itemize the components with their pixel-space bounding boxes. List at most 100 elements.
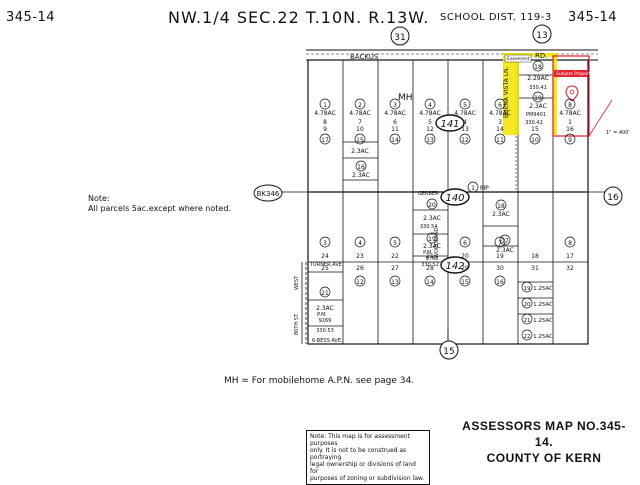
top-parcel-circle — [354, 98, 366, 110]
second-parcel-circle-label: 14 — [391, 137, 399, 144]
second-parcel-circle — [564, 133, 576, 145]
road-circle-31 — [390, 26, 410, 46]
small-parcel-circle-label: 21 — [524, 318, 531, 324]
note-heading: Note: — [88, 194, 110, 203]
parcel-19-pm: PM9401 — [526, 112, 546, 118]
small-parcel-circle-label: 22 — [524, 334, 531, 340]
map-code-left: 345-14 — [6, 10, 56, 25]
mh-legend: MH = For mobilehome A.P.N. see page 34. — [224, 376, 415, 386]
small-parcel-acres: 1.25AC — [533, 318, 553, 324]
subject-property-label: Subject Property — [556, 71, 594, 77]
top-parcel-circle-label: 1 — [323, 102, 327, 109]
lower-parcel-circle-label: 8 — [568, 240, 572, 247]
top-row-parcels: 14.78AC824.78AC734.78AC644.78AC554.78AC4… — [314, 98, 581, 126]
parcel-21-circle: 21 — [321, 290, 329, 297]
bottom-parcel-circle — [354, 275, 366, 287]
easement-label: Easement — [507, 56, 530, 62]
map-title: NW.1/4 SEC.22 T.10N. R.13W. — [168, 8, 430, 27]
top-parcel-circle — [459, 98, 471, 110]
small-parcel-acres: 1.25AC — [533, 286, 553, 292]
disclaimer-box: Note: This map is for assessment purpose… — [306, 430, 430, 485]
lower-parcel-number: 32 — [566, 265, 574, 272]
top-parcel-number: 5 — [428, 119, 432, 126]
second-parcel-circle-label: 13 — [426, 137, 434, 144]
parcel-19b-acres: 2.3AC — [423, 243, 441, 250]
parcel-20-acres: 2.3AC — [423, 215, 441, 222]
second-parcel-circle — [459, 133, 471, 145]
bottom-parcel-circle-label: 12 — [356, 279, 364, 286]
disclaimer-line-4: purposes of zoning or subdivision law. — [310, 475, 425, 482]
small-parcel-acres: 1.25AC — [533, 302, 553, 308]
road-80th: 80TH ST. — [294, 313, 300, 335]
lower-parcel-number: 20 — [461, 253, 469, 260]
lower-parcel-circle — [319, 236, 331, 248]
lower-parcel-number: 21 — [426, 253, 434, 260]
lower-parcel-number: 23 — [356, 253, 364, 260]
top-parcel-circle-label: 4 — [428, 102, 432, 109]
parcel-18-circle: 18 — [534, 64, 542, 71]
second-parcel-circle-label: 17 — [321, 137, 329, 144]
county-name: COUNTY OF KERN — [486, 451, 602, 465]
circle-31-label: 31 — [394, 33, 405, 43]
lower-parcel-number: 29 — [461, 265, 469, 272]
circle-15-label: 15 — [443, 347, 454, 357]
small-parcel-circle-label: 19 — [524, 286, 531, 292]
bottom-parcel-circle-label: 14 — [426, 279, 434, 286]
parcel-19b-meas: 330.52 — [421, 262, 439, 268]
subject-property-box — [552, 55, 590, 137]
second-parcel-circle — [424, 133, 436, 145]
parcel-19b-num: 9768 — [426, 256, 439, 262]
map-code-right: 345-14 — [568, 10, 618, 25]
second-parcel-acres: 2.3AC — [351, 148, 369, 155]
bottom-parcel-circle-label: 15 — [461, 279, 469, 286]
road-turner: TURNER AVE. — [309, 262, 344, 268]
disclaimer-line-3: legal ownership or divisions of land for — [310, 461, 416, 475]
bottom-parcel-circle — [389, 275, 401, 287]
road-west: WEST — [294, 275, 300, 290]
map-note: Note: All parcels 5ac.except where noted… — [88, 194, 231, 214]
road-backus: BACKUS — [350, 53, 379, 61]
top-parcel-number: 4 — [463, 119, 467, 126]
second-parcel-number: 9 — [323, 126, 327, 133]
second-parcel-circle — [389, 133, 401, 145]
block-oval-141 — [435, 114, 465, 132]
lower-parcel-number: 24 — [321, 253, 329, 260]
lower-parcel-number: 27 — [391, 265, 399, 272]
lower-parcel-number: 19 — [496, 253, 504, 260]
block-oval-142 — [440, 256, 470, 274]
lower-parcel-number: 26 — [356, 265, 364, 272]
lower-parcel-circle-label: 7 — [498, 240, 502, 247]
top-parcel-circle-label: 2 — [358, 102, 362, 109]
note-text: All parcels 5ac.except where noted. — [88, 204, 231, 213]
top-parcel-circle — [564, 98, 576, 110]
second-parcel-circle-label: 15 — [356, 137, 364, 144]
top-parcel-circle-label: 3 — [393, 102, 397, 109]
second-parcel-circle-label: 12 — [461, 137, 469, 144]
second-parcel-number: 13 — [461, 126, 469, 133]
parcel-18b-acres: 2.3AC — [492, 211, 510, 218]
block-141: 141 — [440, 119, 459, 130]
top-parcel-number: 6 — [393, 119, 397, 126]
parcel-21-pm: P.M. — [317, 312, 327, 318]
assessor-map-number: ASSESSORS MAP NO.345-14. — [462, 419, 626, 449]
lower-parcel-circle-label: 5 — [393, 240, 397, 247]
bottom-parcel-circle — [459, 275, 471, 287]
small-parcel-circle — [521, 329, 533, 341]
top-parcel-number: 1 — [568, 119, 572, 126]
circle-16-label: 16 — [607, 193, 619, 203]
lower-parcel-number: 17 — [566, 253, 574, 260]
parcel-21-acres: 2.3AC — [316, 305, 334, 312]
top-parcel-number: 7 — [358, 119, 362, 126]
parcel-19b-circle: 19 — [428, 236, 436, 243]
second-parcel-number: 15 — [531, 126, 539, 133]
small-parcel-circle — [521, 297, 533, 309]
small-parcel-circle — [521, 281, 533, 293]
second-parcel-circle-label: 11 — [496, 137, 504, 144]
small-parcel-acres: 1.25AC — [533, 334, 553, 340]
top-parcel-circle-label: 8 — [568, 102, 572, 109]
top-parcel-acres: 4.78AC — [559, 110, 581, 117]
